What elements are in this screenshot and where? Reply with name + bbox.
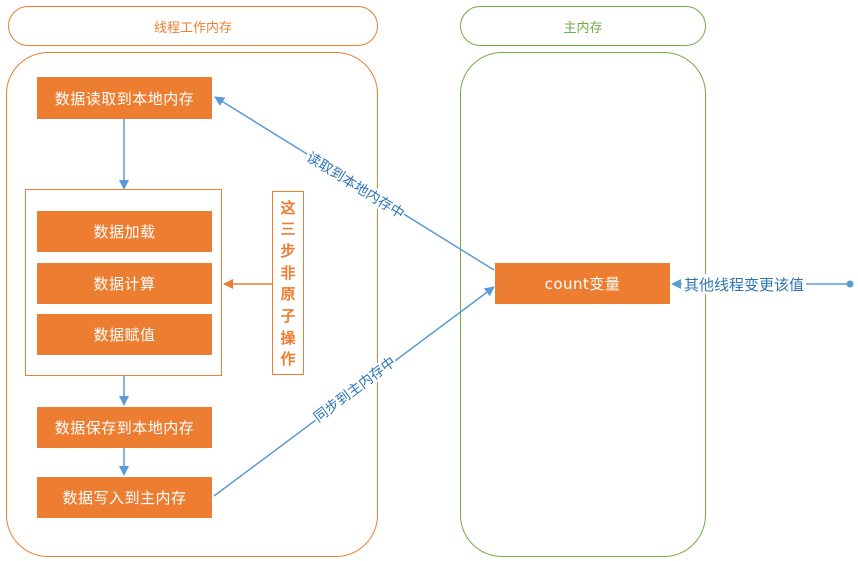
note-char: 步 — [280, 241, 296, 260]
step-load-label: 数据加载 — [93, 223, 156, 241]
edge-label-sync: 同步到主内存中 — [311, 354, 399, 426]
step-write-label: 数据写入到主内存 — [62, 489, 187, 507]
count-variable-box: count变量 — [495, 263, 670, 304]
note-char: 非 — [280, 263, 296, 282]
non-atomic-note: 这 三 步 非 原 子 操 作 — [272, 191, 304, 375]
step-save-box: 数据保存到本地内存 — [37, 407, 212, 448]
step-save-label: 数据保存到本地内存 — [54, 419, 195, 437]
main-memory-header: 主内存 — [460, 6, 706, 46]
note-char: 原 — [280, 285, 296, 304]
note-char: 操 — [280, 328, 296, 347]
thread-memory-header-label: 线程工作内存 — [153, 20, 232, 36]
non-atomic-group — [25, 189, 222, 376]
arrow-local-to-main — [213, 286, 495, 497]
step-read-box: 数据读取到本地内存 — [37, 77, 212, 119]
step-assign-box: 数据赋值 — [37, 314, 212, 355]
step-assign-label: 数据赋值 — [93, 326, 156, 344]
arrow-main-to-local — [214, 96, 495, 271]
note-char: 三 — [280, 220, 296, 239]
note-char: 这 — [280, 198, 296, 217]
external-change-label: 其他线程变更该值 — [682, 274, 807, 294]
step-read-label: 数据读取到本地内存 — [54, 89, 195, 108]
external-source-dot — [846, 280, 854, 288]
count-variable-label: count变量 — [544, 275, 621, 293]
step-write-box: 数据写入到主内存 — [37, 477, 212, 518]
thread-memory-panel — [6, 52, 378, 557]
step-compute-box: 数据计算 — [37, 263, 212, 304]
note-char: 子 — [280, 306, 296, 325]
step-load-box: 数据加载 — [37, 211, 212, 252]
note-char: 作 — [280, 350, 296, 369]
main-memory-header-label: 主内存 — [563, 20, 603, 36]
step-compute-label: 数据计算 — [93, 275, 156, 293]
edge-label-read: 读取到本地内存中 — [303, 149, 407, 223]
main-memory-panel — [460, 52, 706, 557]
thread-memory-header: 线程工作内存 — [8, 6, 378, 46]
